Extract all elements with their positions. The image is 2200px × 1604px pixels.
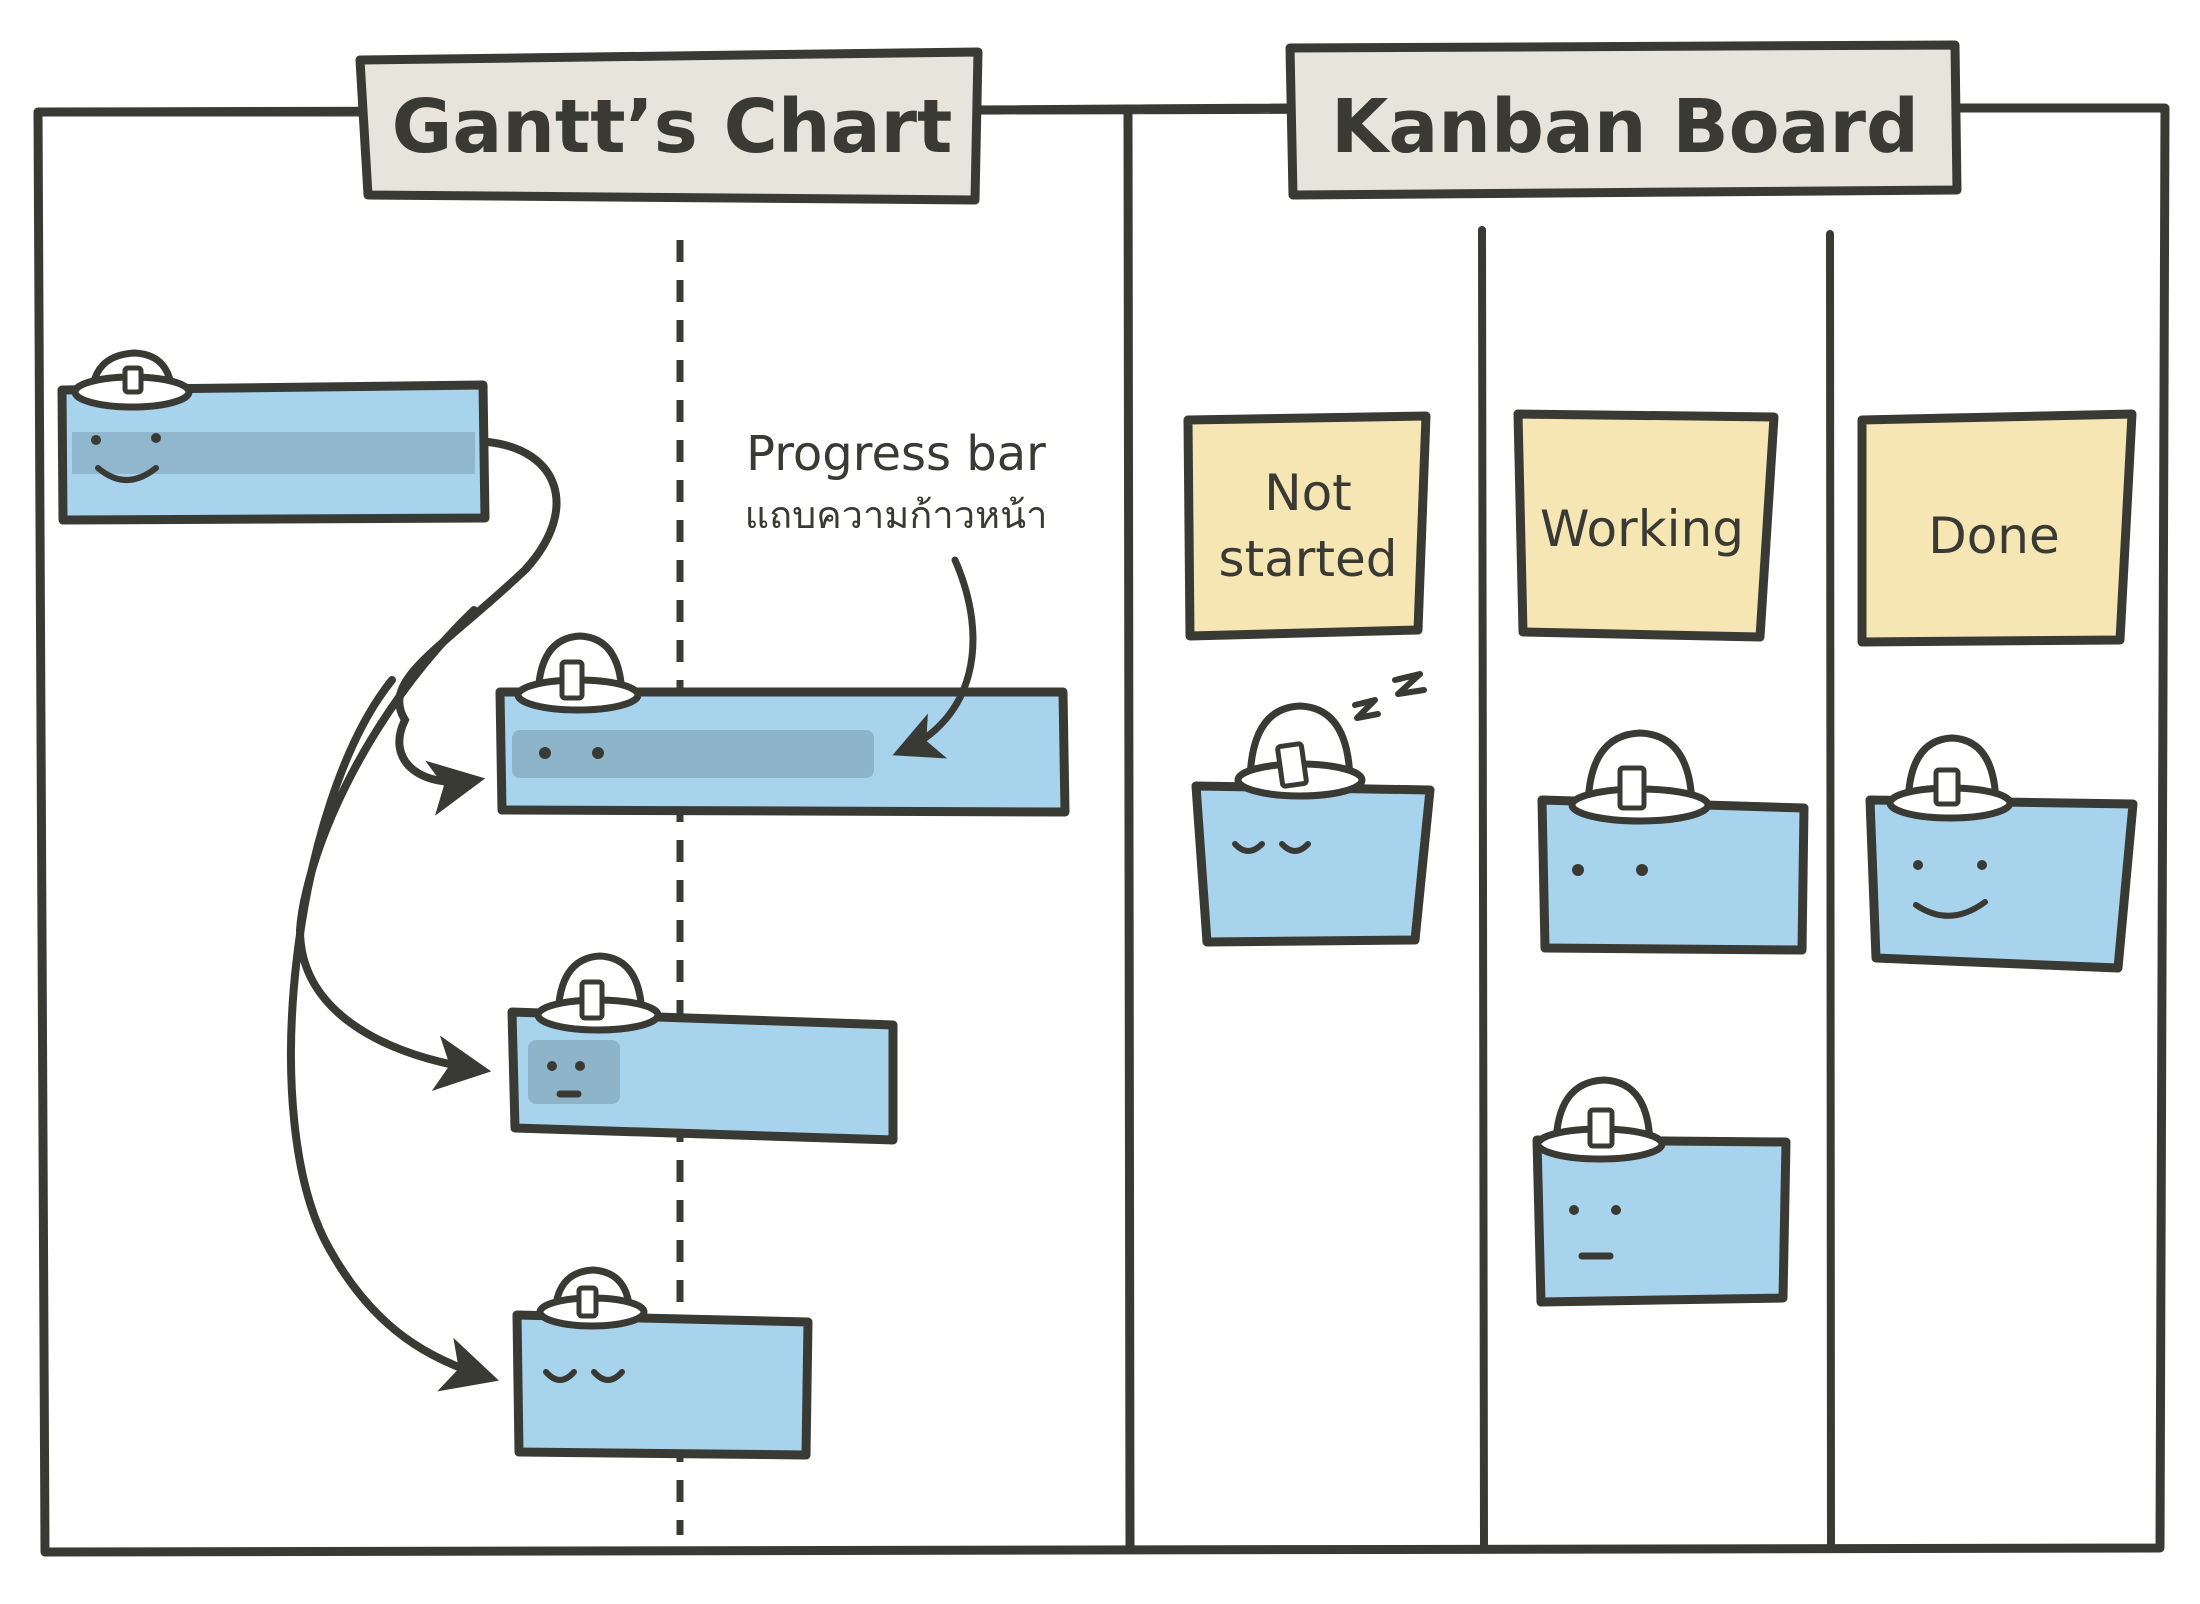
hard-hat-icon: [1234, 702, 1366, 800]
sticky-note: [1857, 409, 2137, 647]
column-label-line-1: Not: [1264, 464, 1352, 522]
hard-hat-icon: [534, 952, 662, 1034]
progress-fill: [512, 730, 874, 778]
column-label-line-2: started: [1219, 530, 1398, 588]
section-divider: [1123, 107, 1135, 1551]
kanban-title: Kanban Board: [1331, 84, 1919, 170]
hard-hat-icon: [1534, 1076, 1666, 1163]
gantt-title-box: Gantt’s Chart: [355, 47, 983, 205]
progress-bar-annotation: Progress bar แถบความก้าวหน้า: [745, 426, 1048, 759]
outer-frame: [33, 103, 2170, 1557]
hard-hat-icon: [1568, 729, 1712, 825]
kanban-section: Kanban Board Not started Working Done: [1183, 40, 2138, 1550]
frame-border: [33, 103, 2170, 1557]
gantt-title: Gantt’s Chart: [392, 84, 953, 170]
hard-hat-icon: [1886, 734, 2014, 822]
kanban-column-dividers: [1478, 226, 1835, 1550]
hard-hat-icon: [536, 1266, 648, 1330]
dependency-arrows: [287, 438, 561, 1392]
column-divider: [1478, 226, 1488, 1550]
kanban-column-not-started: Not started: [1183, 411, 1431, 641]
gantt-task-3: [507, 952, 898, 1145]
kanban-card-sleeping: [1191, 671, 1435, 947]
sticky-note: [1513, 409, 1779, 642]
annotation-en: Progress bar: [746, 426, 1046, 482]
progress-fill: [528, 1040, 620, 1104]
sticky-note: [1183, 411, 1431, 641]
zzz-sleep-icon: [1352, 671, 1427, 721]
kanban-card-done: [1865, 734, 2138, 973]
hard-hat-icon: [71, 349, 193, 411]
kanban-card-working-2: [1532, 1076, 1791, 1307]
gantt-task-2: [495, 632, 1070, 817]
kanban-title-box: Kanban Board: [1285, 40, 1962, 200]
gantt-task-4: [512, 1266, 813, 1460]
kanban-card-working-1: [1537, 729, 1809, 955]
dependency-arrow-icon: [287, 676, 499, 1392]
annotation-arrow-icon: [892, 556, 977, 759]
progress-fill: [72, 432, 475, 474]
gantt-task-1: [57, 349, 490, 525]
kanban-column-working: Working: [1513, 409, 1779, 642]
column-label: Done: [1928, 507, 2060, 565]
column-label: Working: [1540, 500, 1744, 558]
gantt-section: Gantt’s Chart: [57, 47, 1070, 1535]
hard-hat-icon: [514, 632, 642, 714]
kanban-column-done: Done: [1857, 409, 2137, 647]
annotation-th: แถบความก้าวหน้า: [745, 493, 1048, 537]
column-divider: [1826, 230, 1835, 1550]
